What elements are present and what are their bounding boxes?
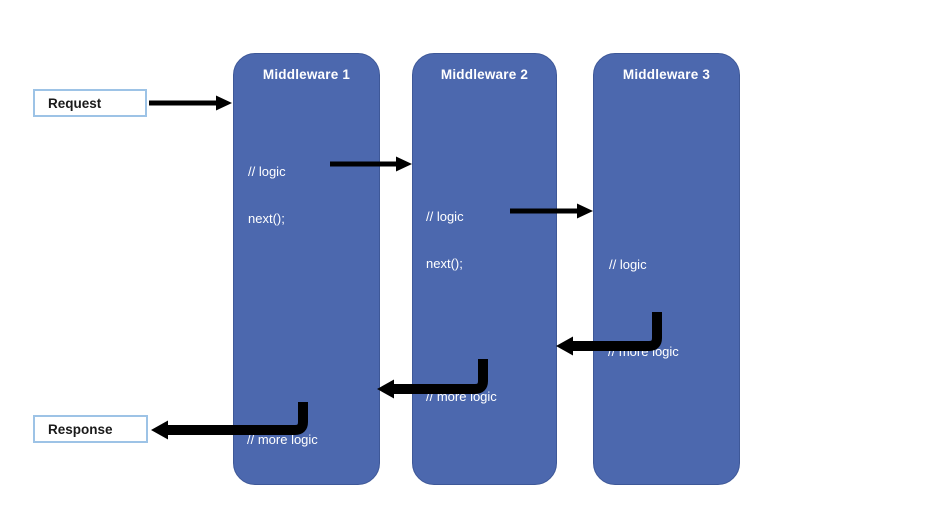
request-box: Request xyxy=(33,89,147,117)
middleware-2-more-logic-line: // more logic xyxy=(426,389,497,404)
middleware-1-logic-line: // logic xyxy=(248,164,286,179)
middleware-2-box: Middleware 2 // logic next(); // more lo… xyxy=(412,53,557,485)
middleware-2-next-line: next(); xyxy=(426,256,463,271)
response-label: Response xyxy=(48,421,113,437)
middleware-1-box: Middleware 1 // logic next(); // more lo… xyxy=(233,53,380,485)
request-arrow xyxy=(149,95,232,111)
middleware-1-next-line: next(); xyxy=(248,211,285,226)
middleware-1-title: Middleware 1 xyxy=(262,67,351,82)
middleware-2-title: Middleware 2 xyxy=(440,67,529,82)
middleware-1-more-logic-line: // more logic xyxy=(247,432,318,447)
response-box: Response xyxy=(33,415,148,443)
middleware-3-logic-line: // logic xyxy=(609,257,647,272)
middleware-3-more-logic-line: // more logic xyxy=(608,344,679,359)
request-label: Request xyxy=(48,95,102,111)
middleware-2-logic-line: // logic xyxy=(426,209,464,224)
middleware-3-box: Middleware 3 // logic // more logic xyxy=(593,53,740,485)
middleware-3-title: Middleware 3 xyxy=(622,67,711,82)
